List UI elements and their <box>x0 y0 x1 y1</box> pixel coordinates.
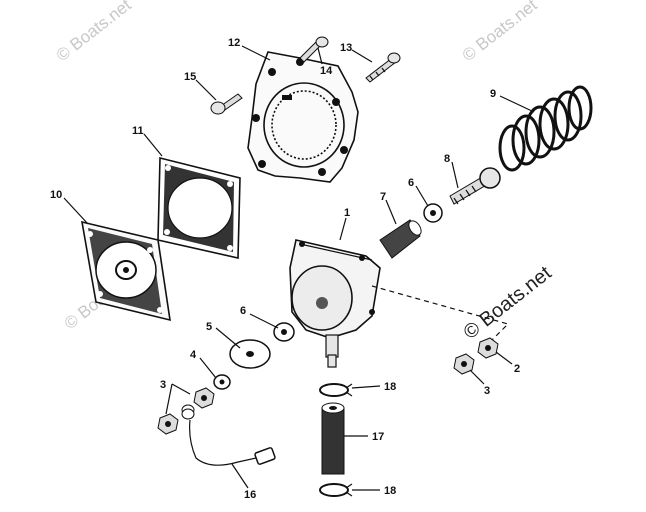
callout-1: 1 <box>344 207 350 219</box>
nut-3-left <box>157 387 215 435</box>
callout-14: 14 <box>320 65 333 77</box>
bolt-8 <box>449 167 501 205</box>
pump-body-1 <box>289 239 381 368</box>
callout-18-upper: 18 <box>384 381 396 393</box>
clamp-18-upper <box>319 383 353 397</box>
washer-4 <box>213 374 231 390</box>
callout-16: 16 <box>244 489 256 501</box>
callout-6-upper: 6 <box>408 177 414 189</box>
gasket-11 <box>157 156 241 259</box>
svg-text:© Boats.net: © Boats.net <box>53 0 135 65</box>
sleeve-7 <box>379 219 422 259</box>
washer-5 <box>229 339 271 369</box>
screw-15 <box>210 93 243 115</box>
callout-7: 7 <box>380 191 386 203</box>
callout-17: 17 <box>372 431 384 443</box>
svg-text:© Boats.net: © Boats.net <box>459 0 541 65</box>
leader-lines <box>63 45 535 491</box>
callout-labels: 1 2 3 3 4 5 6 6 7 8 9 10 11 12 13 14 15 … <box>50 37 520 501</box>
callout-10: 10 <box>50 189 62 201</box>
cover-plate-12 <box>247 51 359 183</box>
screw-14 <box>299 36 329 63</box>
callout-3-left: 3 <box>160 379 166 391</box>
nut-2 <box>477 337 499 359</box>
callout-9: 9 <box>490 88 496 100</box>
callout-5: 5 <box>206 321 212 333</box>
callout-18-lower: 18 <box>384 485 396 497</box>
ground-wire-16 <box>181 408 276 466</box>
callout-6-lower: 6 <box>240 305 246 317</box>
callout-4: 4 <box>190 349 197 361</box>
callout-15: 15 <box>184 71 196 83</box>
watermark-top-right: © Boats.net <box>459 0 541 65</box>
callout-3-right: 3 <box>484 385 490 397</box>
nut-3-right <box>453 353 475 375</box>
diaphragm-10 <box>81 220 171 322</box>
hose-17 <box>321 402 345 475</box>
clamp-18-lower <box>319 483 353 497</box>
spring-9 <box>498 85 593 172</box>
svg-text:© Boats.net: © Boats.net <box>460 262 556 344</box>
callout-12: 12 <box>228 37 240 49</box>
callout-2: 2 <box>514 363 520 375</box>
watermark-top-left: © Boats.net <box>53 0 135 65</box>
watermark-main: © Boats.net <box>460 262 556 344</box>
assembly-dashed-line <box>371 285 510 341</box>
callout-8: 8 <box>444 153 450 165</box>
callout-13: 13 <box>340 42 352 54</box>
washer-6-lower <box>273 322 295 342</box>
washer-6-upper <box>423 203 443 223</box>
screw-13 <box>365 52 401 83</box>
callout-11: 11 <box>132 125 144 137</box>
